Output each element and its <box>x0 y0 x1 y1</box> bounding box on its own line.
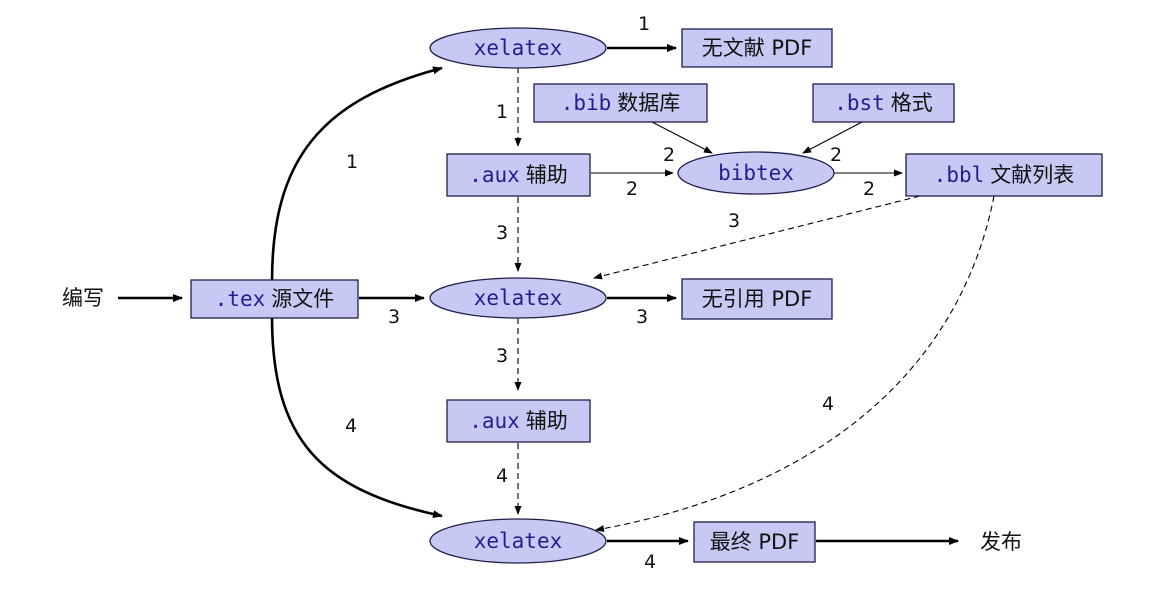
node-xelatex-2: xelatex <box>429 277 607 319</box>
pdf-nobib-label: 无文献 PDF <box>702 36 813 60</box>
label-x2-aux: 3 <box>496 345 508 367</box>
label-aux-x3: 4 <box>496 465 508 487</box>
bib-ext: .bib <box>561 91 612 115</box>
node-bibtex: bibtex <box>677 151 835 195</box>
node-publish: 发布 <box>980 530 1022 554</box>
label-x3-pdf: 4 <box>644 551 656 573</box>
xelatex-2-label: xelatex <box>474 286 563 310</box>
label-x1-pdf: 1 <box>638 13 650 35</box>
bbl-ext: .bbl <box>934 163 985 187</box>
tex-ext: .tex <box>215 287 266 311</box>
aux-2-label: 辅助 <box>526 409 568 433</box>
bibtex-label: bibtex <box>718 161 794 185</box>
node-xelatex-1: xelatex <box>429 27 607 69</box>
node-pdf-final: 最终 PDF <box>693 521 816 563</box>
edge-tex-xelatex3 <box>270 315 443 519</box>
label-aux-bibtex-in: 2 <box>663 144 675 166</box>
label-bbl-x2: 3 <box>728 210 740 232</box>
label-tex-x1: 1 <box>346 151 358 173</box>
bib-label: 数据库 <box>617 91 680 115</box>
edge-bbl-xelatex2 <box>593 195 921 280</box>
node-xelatex-3: xelatex <box>429 518 607 564</box>
pdf-noref-label: 无引用 PDF <box>702 287 813 311</box>
tex-label: 源文件 <box>271 287 334 311</box>
aux-2-ext: .aux <box>469 409 520 433</box>
node-pdf-nobib: 无文献 PDF <box>681 28 833 68</box>
aux-1-label: 辅助 <box>526 163 568 187</box>
bst-ext: .bst <box>834 91 885 115</box>
node-pdf-noref: 无引用 PDF <box>681 278 833 320</box>
label-x1-aux: 1 <box>496 101 508 123</box>
pdf-final-label: 最终 PDF <box>710 530 800 554</box>
label-aux-x2: 3 <box>496 222 508 244</box>
xelatex-3-label: xelatex <box>474 529 563 553</box>
edge-bst-bibtex <box>802 121 863 154</box>
edge-bib-bibtex <box>651 121 713 154</box>
label-x2-pdf: 3 <box>636 306 648 328</box>
label-tex-x2: 3 <box>388 306 400 328</box>
bst-label: 格式 <box>891 91 933 115</box>
label-aux-bibtex-line: 2 <box>626 178 638 200</box>
xelatex-1-label: xelatex <box>474 36 563 60</box>
edge-bbl-xelatex3 <box>595 195 995 533</box>
bbl-label: 文献列表 <box>990 163 1074 187</box>
aux-1-ext: .aux <box>469 163 520 187</box>
label-bbl-x3: 4 <box>822 393 834 415</box>
label-tex-x3: 4 <box>345 415 357 437</box>
label-bibtex-bbl-out: 2 <box>830 144 842 166</box>
edge-tex-xelatex1 <box>270 66 443 283</box>
label-bibtex-bbl-line: 2 <box>863 178 875 200</box>
node-write: 编写 <box>62 286 104 310</box>
